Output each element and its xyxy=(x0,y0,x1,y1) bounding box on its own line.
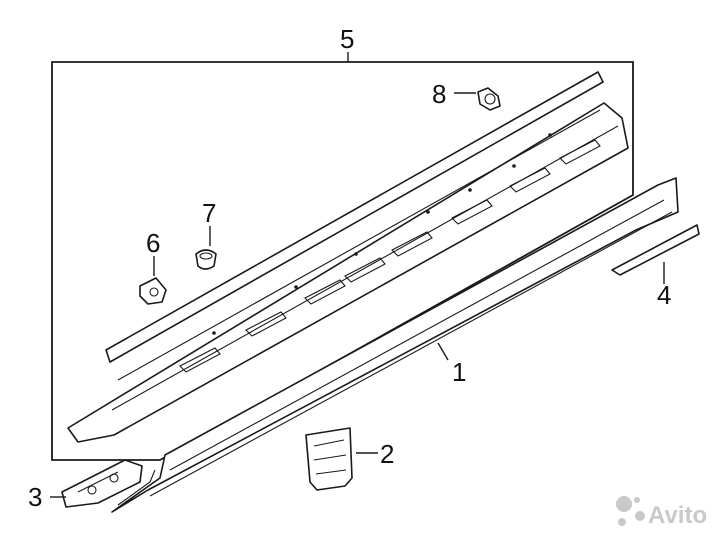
clip-7 xyxy=(195,249,217,270)
callout-8: 8 xyxy=(432,79,446,109)
rocker-cover xyxy=(67,102,629,443)
upper-molding-strip xyxy=(105,71,604,363)
callout-1: 1 xyxy=(452,357,466,387)
insulation-pad xyxy=(305,427,353,491)
bracket xyxy=(61,459,143,508)
callout-5: 5 xyxy=(340,24,354,54)
rocker-panel xyxy=(111,177,679,513)
extension-trim xyxy=(611,224,700,276)
callout-1-leader xyxy=(437,342,449,361)
callout-2: 2 xyxy=(380,439,394,469)
callout-3: 3 xyxy=(28,482,42,512)
callout-6: 6 xyxy=(146,228,160,258)
callout-7: 7 xyxy=(202,198,216,228)
callout-4: 4 xyxy=(657,280,671,310)
avito-watermark: Avito xyxy=(616,496,707,529)
avito-dots-icon xyxy=(616,496,645,526)
clip-6 xyxy=(139,277,167,305)
watermark-text: Avito xyxy=(648,502,707,529)
push-pin-8 xyxy=(477,87,501,111)
